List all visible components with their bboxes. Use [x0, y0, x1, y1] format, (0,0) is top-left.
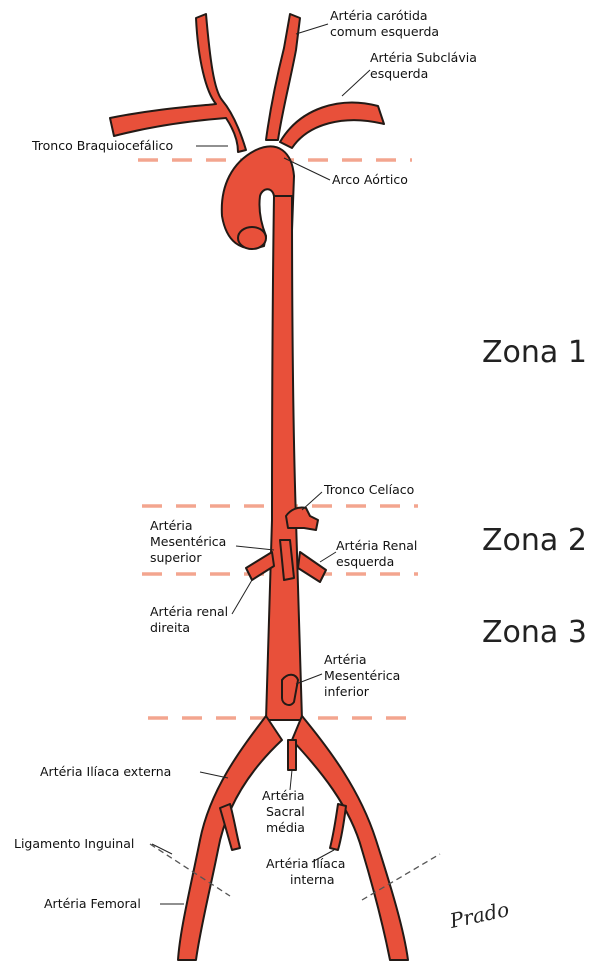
label-brachiocephalic-trunk: Tronco Braquiocefálico — [31, 138, 173, 153]
brachiocephalic-trunk — [110, 14, 246, 152]
leader-renal-right — [232, 580, 252, 614]
label-internal-iliac: Artéria Ilíaca interna — [266, 856, 349, 887]
leader-sacral — [290, 770, 292, 790]
zone-labels: Zona 1 Zona 2 Zona 3 — [482, 335, 587, 650]
descending-aorta — [266, 196, 302, 720]
label-line: superior — [150, 550, 202, 565]
label-line: inferior — [324, 684, 370, 699]
left-internal-iliac — [330, 804, 346, 850]
leader-subclavian — [342, 70, 370, 96]
label-line: Tronco Braquiocefálico — [31, 138, 173, 153]
left-common-carotid — [266, 14, 300, 140]
label-line: Artéria Ilíaca — [266, 856, 345, 871]
label-line: comum esquerda — [330, 24, 439, 39]
label-line: Artéria Subclávia — [370, 50, 477, 65]
label-line: Mesentérica — [150, 534, 226, 549]
left-renal-artery — [298, 552, 326, 582]
label-left-renal: Artéria Renal esquerda — [336, 538, 421, 569]
label-line: Tronco Celíaco — [323, 482, 414, 497]
label-line: Artéria — [262, 788, 305, 803]
label-inguinal-ligament: Ligamento Inguinal — [14, 836, 134, 851]
celiac-trunk — [286, 507, 318, 530]
label-celiac-trunk: Tronco Celíaco — [323, 482, 414, 497]
label-line: Sacral — [266, 804, 305, 819]
label-superior-mesenteric: Artéria Mesentérica superior — [150, 518, 230, 565]
label-line: direita — [150, 620, 190, 635]
left-subclavian — [280, 103, 384, 148]
leader-carotid — [296, 24, 328, 34]
label-line: Artéria — [324, 652, 367, 667]
label-line: Arco Aórtico — [332, 172, 408, 187]
label-line: Artéria Femoral — [44, 896, 141, 911]
label-line: Artéria Renal — [336, 538, 417, 553]
leader-renal-left — [320, 552, 336, 562]
label-line: esquerda — [336, 554, 394, 569]
aortic-arch-opening — [238, 227, 266, 249]
label-femoral: Artéria Femoral — [44, 896, 141, 911]
label-line: Artéria renal — [150, 604, 228, 619]
label-line: média — [266, 820, 305, 835]
label-line: Artéria — [150, 518, 193, 533]
zone-1-label: Zona 1 — [482, 335, 587, 370]
left-iliac-femoral — [292, 716, 408, 960]
leader-mes-sup — [236, 546, 274, 550]
label-line: esquerda — [370, 66, 428, 81]
label-line: Mesentérica — [324, 668, 400, 683]
label-left-common-carotid: Artéria carótida comum esquerda — [330, 8, 439, 39]
median-sacral — [288, 740, 296, 770]
label-line: interna — [290, 872, 335, 887]
label-line: Artéria Ilíaca externa — [40, 764, 171, 779]
label-inferior-mesenteric: Artéria Mesentérica inferior — [324, 652, 404, 699]
label-median-sacral: Artéria Sacral média — [262, 788, 309, 835]
artist-signature: Prado — [447, 897, 511, 933]
label-left-subclavian: Artéria Subclávia esquerda — [370, 50, 481, 81]
zone-2-label: Zona 2 — [482, 523, 587, 558]
label-line: Artéria carótida — [330, 8, 428, 23]
leader-iliac-ext — [200, 772, 228, 778]
label-line: Ligamento Inguinal — [14, 836, 134, 851]
label-right-renal: Artéria renal direita — [150, 604, 232, 635]
label-external-iliac: Artéria Ilíaca externa — [40, 764, 171, 779]
zone-3-label: Zona 3 — [482, 615, 587, 650]
label-aortic-arch: Arco Aórtico — [332, 172, 408, 187]
